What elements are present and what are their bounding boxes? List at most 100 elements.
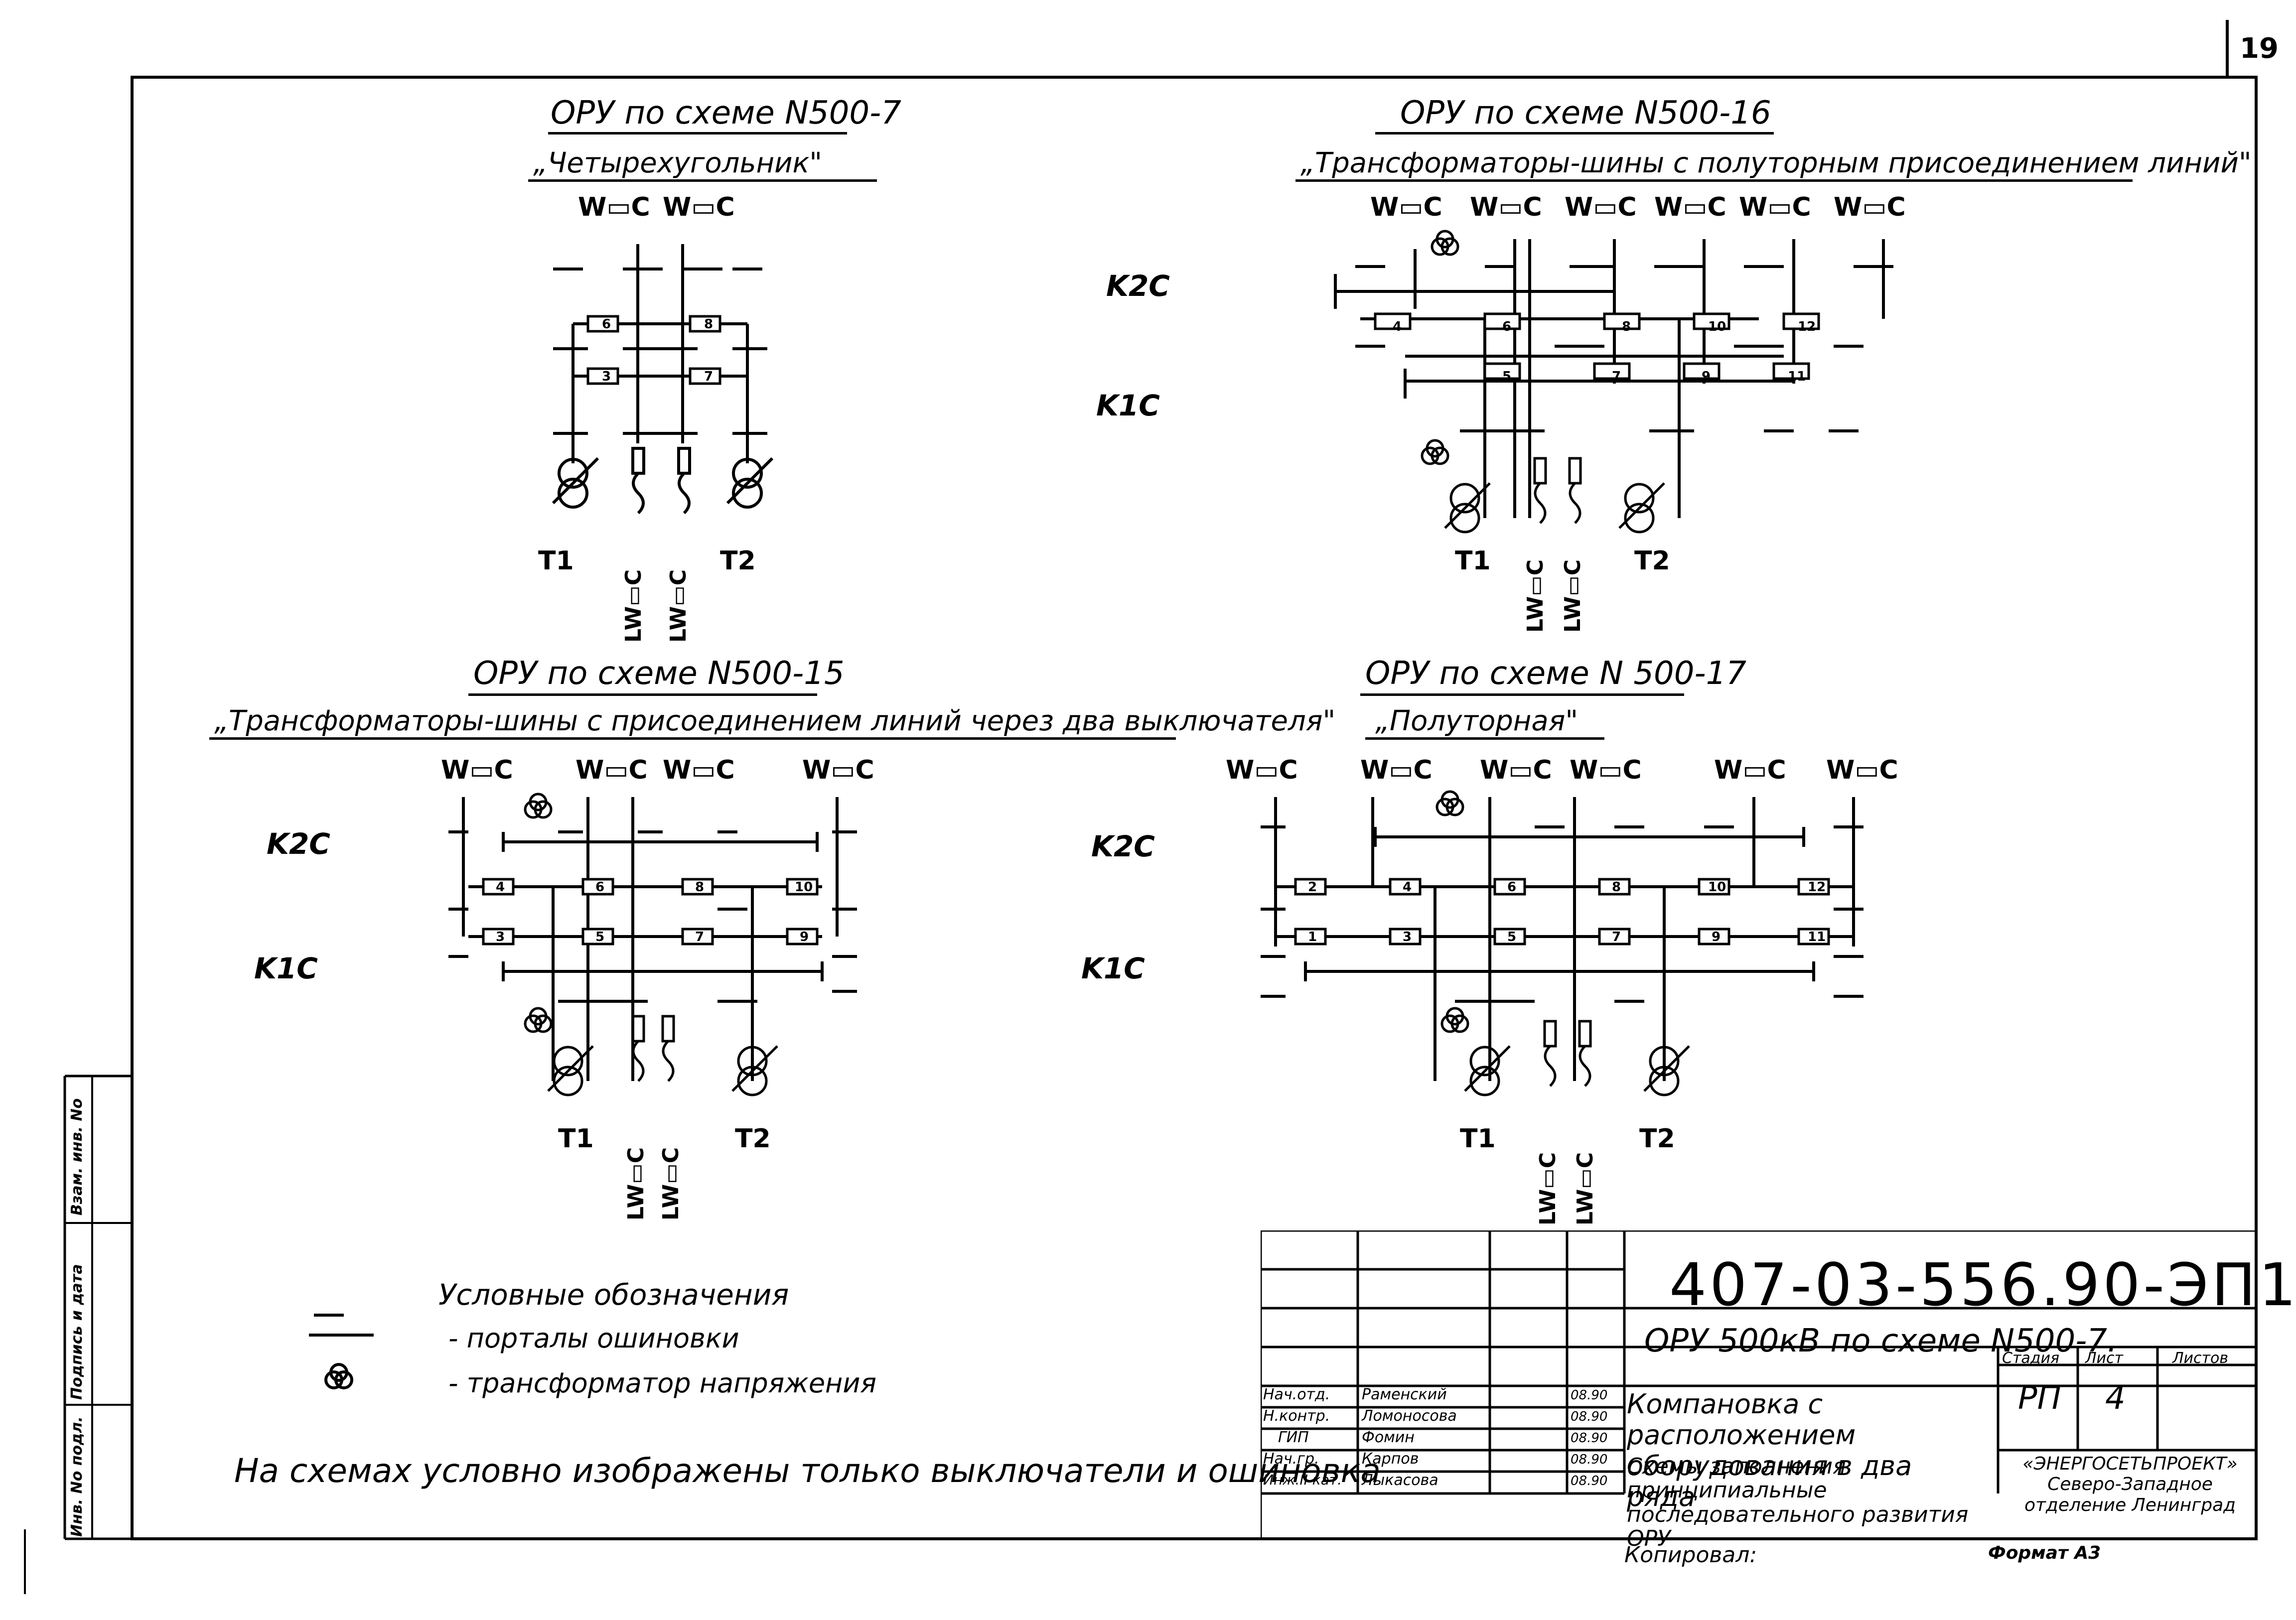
scheme-3-lw-1: LW▭C: [623, 1147, 649, 1220]
scheme-2-line-1: W▭C: [1370, 192, 1442, 222]
scheme-2-diagram: [1334, 230, 1893, 534]
scheme-2-t2: T2: [1634, 546, 1670, 576]
scheme-3-breaker-7: 7: [695, 930, 705, 945]
scheme-2-lw-2: LW▭C: [1560, 559, 1585, 633]
scheme-1-line-2: W▭C: [663, 192, 735, 222]
scheme-1-diagram: [552, 244, 774, 515]
stamp-header-sheets: Листов: [2172, 1350, 2229, 1367]
stamp-code: 407-03-556.90-ЭП1: [1669, 1250, 2296, 1319]
scheme-1-breaker-7: 7: [704, 369, 714, 384]
stamp-role-2: Н.контр.: [1263, 1407, 1330, 1425]
scheme-3-line-1: W▭C: [441, 755, 513, 785]
scheme-3-lw-2: LW▭C: [658, 1147, 684, 1220]
scheme-3-breaker-5: 5: [595, 930, 605, 945]
scheme-2-line-5: W▭C: [1739, 192, 1811, 222]
scheme-3-subtitle: „Трансформаторы-шины с присоединением ли…: [214, 705, 1336, 737]
stamp-date-5: 08.90: [1571, 1474, 1608, 1488]
stamp-organization: «ЭНЕРГОСЕТЬПРОЕКТ» Северо-Западное отдел…: [2022, 1454, 2238, 1515]
legend-symbols: [309, 1314, 374, 1389]
scheme-2-breaker-9: 9: [1702, 369, 1711, 384]
scheme-3-line-2: W▭C: [575, 755, 648, 785]
stamp-name-5: Лыкасова: [1362, 1472, 1438, 1489]
stamp-name-2: Ломоносова: [1362, 1407, 1457, 1425]
scheme-1-lw-1: LW▭C: [621, 569, 646, 643]
scheme-4-title: ОРУ по схеме N 500-17: [1365, 655, 1746, 692]
scheme-4-breaker-1: 1: [1308, 930, 1317, 945]
legend-title: Условные обозначения: [438, 1278, 789, 1312]
scheme-4-line-6: W▭C: [1826, 755, 1898, 785]
scheme-2-subtitle: „Трансформаторы-шины с полуторным присое…: [1300, 147, 2252, 179]
scheme-2-t1: T1: [1455, 546, 1491, 576]
scheme-4-lw-2: LW▭C: [1573, 1152, 1598, 1225]
scheme-4-line-1: W▭C: [1226, 755, 1298, 785]
scheme-3-breaker-10: 10: [795, 880, 813, 895]
side-stamp-replace: Взам. инв. No: [68, 1098, 86, 1215]
scheme-2-k1c: K1C: [1096, 389, 1160, 422]
scheme-2-breaker-11: 11: [1788, 369, 1806, 384]
scheme-4-breaker-3: 3: [1403, 930, 1412, 945]
stamp-header-stage: Стадия: [2002, 1350, 2060, 1367]
stamp-date-1: 08.90: [1571, 1388, 1608, 1403]
scheme-1-breaker-3: 3: [602, 369, 611, 384]
scheme-3-breaker-6: 6: [595, 880, 605, 895]
scheme-2-breaker-10: 10: [1708, 319, 1726, 334]
stamp-role-5: Инж.II кат.: [1263, 1472, 1342, 1488]
scheme-1-line-1: W▭C: [578, 192, 650, 222]
scheme-3-line-4: W▭C: [802, 755, 874, 785]
scheme-4-lw-1: LW▭C: [1535, 1152, 1561, 1225]
scheme-3-k1c: K1C: [254, 951, 318, 985]
stamp-drawing-title: Схемы заполнения принципиальные последов…: [1627, 1454, 1969, 1552]
legend-item-portals: - порталы ошиновки: [448, 1323, 739, 1354]
scheme-1-t2: T2: [720, 546, 756, 576]
scheme-1-breaker-6: 6: [602, 317, 611, 332]
scheme-3-breaker-9: 9: [800, 930, 809, 945]
scheme-2-line-4: W▭C: [1654, 192, 1726, 222]
note: На схемах условно изображены только выкл…: [234, 1452, 1381, 1490]
stamp-stage: РП: [2018, 1380, 2061, 1417]
scheme-4-line-3: W▭C: [1480, 755, 1552, 785]
stamp-role-1: Нач.отд.: [1263, 1386, 1330, 1403]
scheme-4-subtitle: „Полуторная": [1375, 705, 1578, 737]
stamp-date-4: 08.90: [1571, 1452, 1608, 1467]
scheme-3-breaker-4: 4: [496, 880, 505, 895]
scheme-3-k2c: K2C: [267, 827, 330, 861]
stamp-name-1: Раменский: [1362, 1386, 1447, 1403]
stamp-role-3: ГИП: [1278, 1429, 1309, 1446]
stamp-role-4: Нач.гр.: [1263, 1450, 1319, 1468]
scheme-2-breaker-5: 5: [1502, 369, 1512, 384]
scheme-4-k2c: K2C: [1091, 829, 1155, 863]
scheme-1-subtitle: „Четырехугольник": [533, 147, 823, 179]
scheme-4-breaker-8: 8: [1612, 880, 1621, 895]
stamp-sheet: 4: [2105, 1380, 2126, 1417]
scheme-4-breaker-11: 11: [1808, 930, 1826, 945]
page-number: 19: [2240, 32, 2279, 65]
scheme-4-diagram: [1261, 790, 1864, 1096]
scheme-3-breaker-3: 3: [496, 930, 505, 945]
scheme-3-breaker-8: 8: [695, 880, 705, 895]
stamp-header-sheet: Лист: [2085, 1350, 2124, 1367]
scheme-2-breaker-8: 8: [1622, 319, 1631, 334]
scheme-4-t2: T2: [1639, 1124, 1675, 1154]
scheme-3-diagram: [448, 793, 857, 1096]
scheme-4-line-5: W▭C: [1714, 755, 1786, 785]
side-stamp-sign: Подпись и дата: [68, 1264, 86, 1400]
scheme-2-breaker-4: 4: [1393, 319, 1402, 334]
scheme-4-k1c: K1C: [1081, 951, 1145, 985]
scheme-2-title: ОРУ по схеме N500-16: [1400, 95, 1771, 132]
scheme-2-breaker-6: 6: [1502, 319, 1512, 334]
scheme-2-line-3: W▭C: [1565, 192, 1637, 222]
title-block-grid: [1261, 1230, 2258, 1539]
scheme-2-lw-1: LW▭C: [1523, 559, 1548, 633]
side-stamp-inv: Инв. No подл.: [68, 1416, 86, 1537]
scheme-2-line-2: W▭C: [1470, 192, 1542, 222]
scheme-1-t1: T1: [538, 546, 574, 576]
scheme-1-title: ОРУ по схеме N500-7: [551, 95, 901, 132]
stamp-name-4: Карпов: [1362, 1450, 1419, 1468]
stamp-sheet-title: Компановка с расположением оборудования …: [1627, 1388, 1912, 1513]
scheme-4-line-4: W▭C: [1570, 755, 1642, 785]
scheme-4-breaker-12: 12: [1808, 880, 1826, 895]
scheme-4-breaker-7: 7: [1612, 930, 1621, 945]
stamp-copied: Копировал:: [1624, 1542, 1757, 1568]
scheme-4-line-2: W▭C: [1360, 755, 1433, 785]
